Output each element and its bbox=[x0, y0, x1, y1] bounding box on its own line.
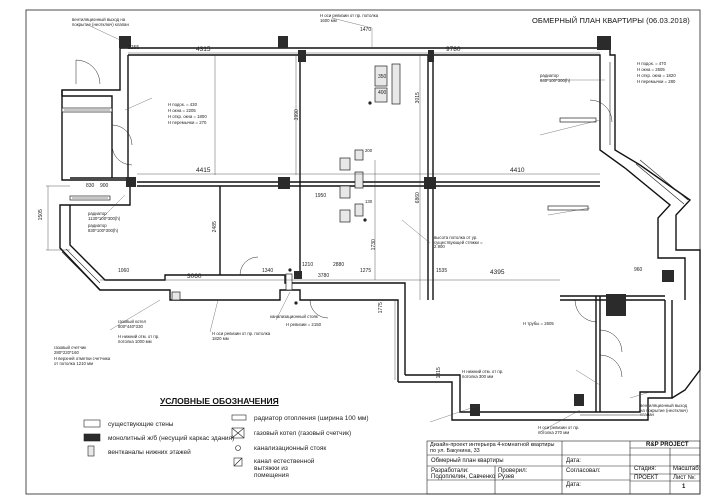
note-boiler-level: Н нижний отм. от пр. потолка 1000 мм bbox=[118, 334, 160, 344]
note-window-height-2: Н окна = 2205 bbox=[168, 108, 196, 113]
legend-item-radiator: радиатор отопления (ширина 100 мм) bbox=[254, 415, 369, 422]
stamp-developed-label: Разработали: bbox=[431, 468, 469, 474]
note-sewer-riser: канализационный стояк bbox=[270, 314, 318, 319]
dim-small-g: 350 bbox=[378, 74, 387, 80]
dim-vertical-e: 1730 bbox=[370, 239, 377, 251]
legend-concrete-swatch bbox=[83, 433, 101, 442]
dim-bottom-left: 3060 bbox=[187, 273, 202, 280]
dim-bottom-a: 1340 bbox=[262, 268, 274, 274]
dim-small-a: 1950 bbox=[315, 193, 327, 199]
note-radiator-left-2: радиатор 830*100*300(h) bbox=[88, 223, 119, 233]
stamp-company: R&P PROJECT bbox=[646, 442, 689, 448]
dim-top-right: 9780 bbox=[446, 46, 461, 53]
dim-vertical-f: 1775 bbox=[377, 302, 384, 314]
note-radiator-left: радиатор 1130*100*300(h) bbox=[88, 211, 121, 221]
windows bbox=[61, 62, 701, 416]
note-revision-height: Н ревизии = 2150 bbox=[286, 322, 321, 327]
dim-vertical-g: 1815 bbox=[435, 367, 442, 379]
dim-vertical-d: 6860 bbox=[414, 192, 421, 204]
dim-vertical-a: 3990 bbox=[293, 109, 300, 121]
stamp-sheet-label: Лист №: bbox=[673, 475, 696, 481]
stamp-stage-label: Стадия: bbox=[634, 466, 657, 472]
stamp-sheet-value: 1 bbox=[682, 484, 686, 490]
note-window-open-1: Н откр. окна = 1820 bbox=[637, 73, 676, 78]
stamp-sheet-name: Обмерный план квартиры bbox=[431, 458, 504, 464]
dimension-lines bbox=[46, 52, 600, 380]
dim-bottom-b: 1275 bbox=[360, 268, 372, 274]
legend-item-concrete: монолитный ж/б (несущий каркас здания) bbox=[108, 435, 235, 442]
concrete-columns bbox=[119, 36, 674, 416]
dim-small-j: 130 bbox=[365, 199, 373, 204]
dim-small-f: 960 bbox=[634, 267, 643, 273]
legend-item-boiler: газовый котел (газовый счетчик) bbox=[254, 430, 352, 437]
legend-sewer-swatch bbox=[235, 445, 241, 451]
stamp-stage-value: ПРОЕКТ bbox=[634, 475, 659, 481]
dim-small-k: 3780 bbox=[318, 273, 330, 279]
stamp-date-label-2: Дата: bbox=[566, 482, 581, 488]
note-lower-level: Н нижний отм. от пр. потолка 300 мм bbox=[462, 369, 504, 379]
note-vent-left: вентиляционный выход на покрытие (неоткл… bbox=[72, 17, 129, 27]
note-revision-middle: Н оси ревизии от пр. потолка 1820 мм bbox=[212, 331, 271, 341]
walls bbox=[59, 47, 701, 421]
drawing-title: ОБМЕРНЫЙ ПЛАН КВАРТИРЫ (06.03.2018) bbox=[532, 16, 690, 25]
vent-shafts bbox=[171, 63, 401, 301]
dim-small-c: 1210 bbox=[302, 262, 314, 268]
dim-vertical-c: 3015 bbox=[414, 92, 421, 104]
note-window-open-2: Н откр. окна = 1800 bbox=[168, 114, 207, 119]
note-vent-right: вентиляционный выход на покрытие (неоткл… bbox=[640, 403, 688, 418]
dim-bottom-far-left: 1060 bbox=[118, 268, 130, 274]
dim-small-d: 900 bbox=[100, 183, 109, 189]
note-ceiling-height: высота потолка от ур. существующей стяжк… bbox=[434, 235, 483, 250]
dim-top-left: 4315 bbox=[196, 46, 211, 53]
dim-mid-right: 4410 bbox=[510, 167, 525, 174]
radiators bbox=[61, 107, 597, 291]
legend-heading: УСЛОВНЫЕ ОБОЗНАЧЕНИЯ bbox=[160, 396, 279, 406]
dim-bottom-right: 4395 bbox=[490, 269, 505, 276]
legend-existing-wall-swatch bbox=[83, 419, 101, 428]
title-block bbox=[426, 440, 701, 495]
note-lintel-2: Н перемычки = 270 bbox=[168, 120, 207, 125]
dim-mid-left: 4415 bbox=[196, 167, 211, 174]
note-radiator-top-right: радиатор 640*100*300(h) bbox=[540, 73, 571, 83]
note-gas-boiler: газовый котел 800*440*330 bbox=[118, 319, 146, 329]
dim-small-h: 400 bbox=[378, 90, 387, 96]
stamp-developed-names: Подоплелин, Савченко bbox=[431, 474, 496, 480]
dim-small-i: 200 bbox=[365, 148, 373, 153]
stamp-agreed-label: Согласовал: bbox=[566, 468, 601, 474]
dim-small-e: 830 bbox=[86, 183, 95, 189]
legend-symbols bbox=[83, 414, 247, 467]
stamp-checked-label: Проверил: bbox=[498, 468, 528, 474]
legend-item-exhaust: канал естественной вытяжки из помещения bbox=[254, 458, 315, 480]
dim-top-vent: 1470 bbox=[360, 27, 372, 33]
note-window-height-1: Н окна = 2505 bbox=[637, 67, 665, 72]
dim-left-top: 2155 bbox=[128, 45, 140, 51]
legend-item-vent: вентканалы нижних этажей bbox=[108, 449, 191, 456]
note-revision-bottom: Н оси ревизии от пр. потолка 270 мм bbox=[538, 425, 580, 435]
note-lintel-1: Н перемычки = 280 bbox=[637, 79, 676, 84]
dim-vertical-b: 2485 bbox=[211, 221, 218, 233]
leader-lines bbox=[87, 17, 651, 433]
stamp-scale-label: Масштаб: bbox=[673, 466, 701, 472]
pipe-markers bbox=[288, 101, 372, 305]
note-gas-meter: газовый счетчик 280*220*160 bbox=[54, 345, 87, 355]
doors bbox=[75, 59, 623, 378]
stamp-date-label: Дата: bbox=[566, 458, 581, 464]
legend-vent-swatch bbox=[87, 445, 95, 457]
note-window-sill-2: Н подок. = 430 bbox=[168, 102, 197, 107]
legend-item-existing-walls: существующие стены bbox=[108, 421, 174, 428]
note-revision-top: Н оси ревизии от пр. потолка 1600 мм bbox=[320, 13, 379, 23]
legend-radiator-swatch bbox=[231, 414, 247, 421]
stamp-checked-name: Рузев bbox=[498, 474, 515, 480]
note-window-sill-1: Н подок. = 470 bbox=[637, 61, 666, 66]
dim-left-vertical: 1505 bbox=[37, 209, 44, 221]
dim-small-b: 2880 bbox=[333, 262, 345, 268]
note-pipe-height: Н трубы = 2605 bbox=[523, 321, 554, 326]
note-meter-level: Н верхней отметки счетчика от потолка 12… bbox=[54, 356, 111, 366]
legend-item-sewer: канализационный стояк bbox=[254, 445, 327, 452]
stamp-project: Дизайн-проект интерьера 4-комнатной квар… bbox=[430, 442, 555, 454]
dim-bottom-c: 1535 bbox=[436, 268, 448, 274]
